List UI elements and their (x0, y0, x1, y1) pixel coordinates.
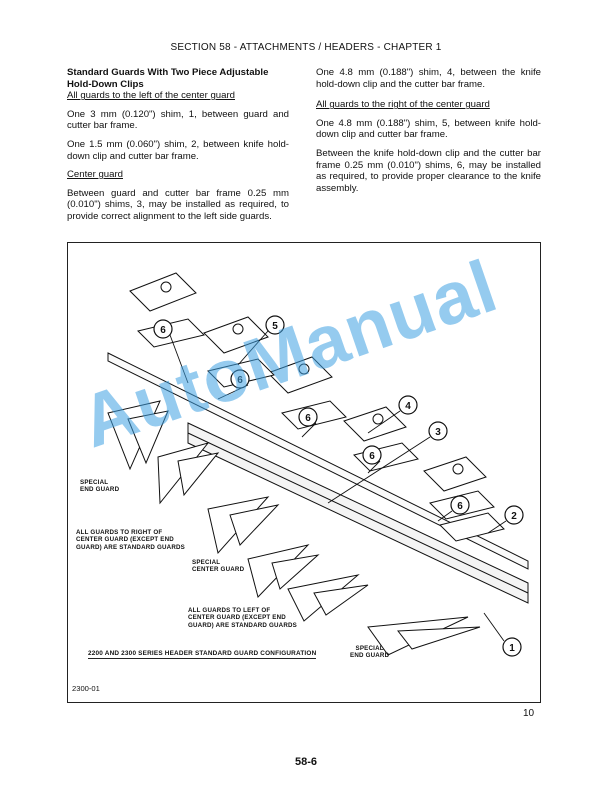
page-number: 58-6 (294, 756, 318, 768)
figure-caption: 2200 AND 2300 SERIES HEADER STANDARD GUA… (88, 650, 317, 659)
cutter-bar-line (187, 432, 529, 594)
section-header: SECTION 58 - ATTACHMENTS / HEADERS - CHA… (170, 42, 442, 53)
left-column: Standard Guards With Two Piece Adjustabl… (67, 67, 289, 230)
exploded-guard-diagram: 6 5 6 6 4 3 6 6 2 1 (107, 272, 529, 657)
label-all-guards-right: ALL GUARDS TO RIGHT OF CENTER GUARD (EXC… (76, 529, 186, 551)
callouts (153, 315, 524, 657)
callout-5: 5 (272, 321, 278, 332)
paragraph-shim-1: One 3 mm (0.120") shim, 1, between guard… (67, 108, 289, 132)
paragraph-shim-2: One 1.5 mm (0.060") shim, 2, between kni… (67, 138, 289, 162)
heading-line-2: Hold-Down Clips (67, 78, 144, 90)
label-all-guards-left: ALL GUARDS TO LEFT OF CENTER GUARD (EXCE… (188, 607, 298, 629)
guard-special-center (247, 544, 320, 598)
guard-configuration-figure: 6 5 6 6 4 3 6 6 2 1 SPECIAL END GUARD AL… (67, 242, 541, 703)
callout-3: 3 (435, 427, 441, 438)
callout-6c: 6 (305, 413, 311, 424)
hold-down-clip-1 (129, 272, 197, 312)
callout-numbers: 6 5 6 6 4 3 6 6 2 1 (160, 321, 517, 654)
subhead-right-guards: All guards to the right of the center gu… (316, 99, 490, 111)
subhead-center-guard: Center guard (67, 169, 123, 181)
paragraph-shim-5: One 4.8 mm (0.188") shim, 5, between kni… (316, 117, 541, 141)
callout-4: 4 (405, 401, 411, 412)
guard-special-end-bottom (367, 616, 481, 656)
subhead-left-guards: All guards to the left of the center gua… (67, 90, 235, 102)
knife-bar (107, 352, 529, 570)
guard-special-end-top (107, 400, 169, 471)
callout-6b: 6 (237, 375, 243, 386)
guard-2 (207, 496, 280, 555)
label-special-end-guard-top: SPECIAL END GUARD (80, 479, 120, 494)
callout-6a: 6 (160, 325, 166, 336)
callout-leaders (169, 330, 507, 642)
callout-2: 2 (511, 511, 517, 522)
callout-6e: 6 (457, 501, 463, 512)
right-column: One 4.8 mm (0.188") shim, 4, between the… (316, 67, 541, 201)
heading-line-1: Standard Guards With Two Piece Adjustabl… (67, 67, 269, 78)
hold-down-clip-3 (267, 356, 333, 394)
hold-down-clip-2 (203, 316, 269, 354)
paragraph-shim-6: Between the knife hold-down clip and the… (316, 147, 541, 194)
figure-page-number: 10 (523, 708, 535, 719)
callout-6d: 6 (369, 451, 375, 462)
figure-id: 2300-01 (72, 684, 100, 693)
hold-down-clip-5 (423, 456, 487, 492)
hold-down-clip-4 (343, 406, 407, 442)
guard-3 (287, 574, 369, 622)
callout-1: 1 (509, 643, 515, 654)
label-special-center-guard: SPECIAL CENTER GUARD (192, 559, 245, 574)
paragraph-shim-4: One 4.8 mm (0.188") shim, 4, between the… (316, 67, 541, 90)
paragraph-shim-3: Between guard and cutter bar frame 0.25 … (67, 187, 289, 222)
label-special-end-guard-bottom: SPECIAL END GUARD (350, 645, 390, 660)
guard-1 (157, 442, 220, 505)
